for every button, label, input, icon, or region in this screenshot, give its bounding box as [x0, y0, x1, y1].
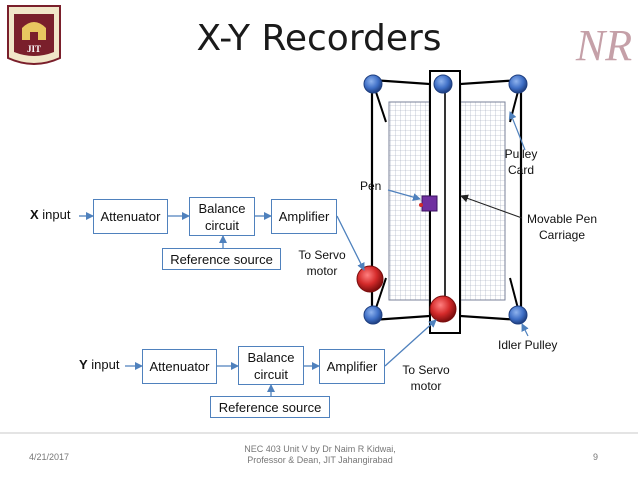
svg-text:JIT: JIT	[27, 44, 41, 54]
servo-pulley-x	[356, 265, 384, 293]
page-title: X-Y Recorders	[196, 18, 442, 59]
x-reference-source-box: Reference source	[162, 248, 281, 270]
footer-date: 4/21/2017	[29, 452, 70, 462]
idler-pulley-label: Idler Pulley	[498, 338, 558, 352]
servo-pulley-y	[429, 295, 457, 323]
x-amplifier-box: Amplifier	[271, 199, 337, 234]
pulley-top-mid	[433, 74, 453, 94]
author-logo: NR	[575, 21, 632, 70]
x-input-label: X input	[30, 207, 71, 222]
y-amplifier-box: Amplifier	[319, 349, 385, 384]
pulley-bottom-right	[508, 305, 528, 325]
recorder-assembly	[356, 70, 528, 334]
pen-marker	[421, 195, 438, 212]
pulley-bottom-left	[363, 305, 383, 325]
pulley-top-right	[508, 74, 528, 94]
y-reference-source-box: Reference source	[210, 396, 330, 418]
y-input-label: Y input	[79, 357, 120, 372]
footer-page-number: 9	[593, 452, 599, 462]
college-logo: JIT	[7, 5, 61, 65]
x-attenuator-box: Attenuator	[93, 199, 168, 234]
svg-text:NR: NR	[575, 21, 632, 70]
footer-credit: NEC 403 Unit V by Dr Naim R Kidwai,Profe…	[244, 444, 396, 465]
pulley-top-left	[363, 74, 383, 94]
y-attenuator-box: Attenuator	[142, 349, 217, 384]
pen-label: Pen	[360, 179, 382, 193]
